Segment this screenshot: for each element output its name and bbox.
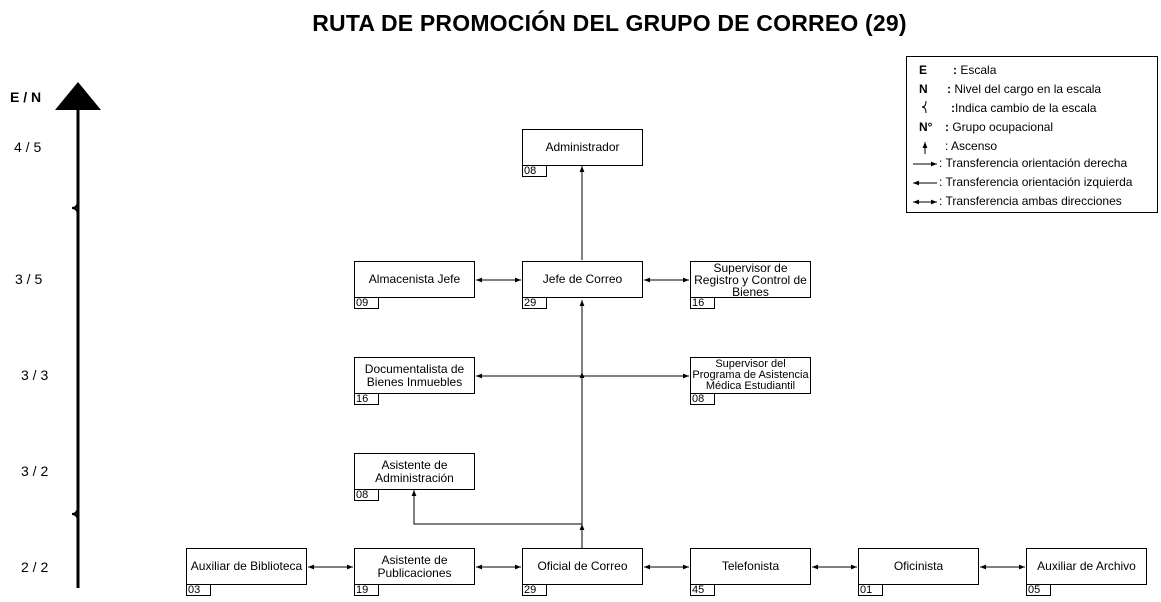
legend-symbol: N	[919, 82, 928, 96]
box-label: Supervisor de Registro y Control de Bien…	[694, 260, 807, 299]
arrow-both-icon	[913, 199, 937, 205]
box-documentalista: Documentalista de Bienes Inmuebles	[354, 357, 475, 394]
box-code: 19	[354, 584, 379, 596]
legend-item: : Transferencia ambas direcciones	[939, 194, 1122, 208]
legend-item: : Ascenso	[945, 139, 998, 153]
box-jefe-de-correo: Jefe de Correo	[522, 261, 643, 298]
box-supervisor-asistencia: Supervisor del Programa de Asistencia Mé…	[690, 357, 811, 394]
ascent-arrow-icon	[922, 142, 928, 154]
box-code: 08	[522, 165, 547, 177]
box-label: Auxiliar de Archivo	[1037, 559, 1136, 573]
box-label: Oficial de Correo	[537, 559, 628, 573]
axis-arrow-head	[55, 82, 101, 110]
box-code: 05	[1026, 584, 1051, 596]
level-label-4-5: 4 / 5	[14, 139, 42, 155]
box-label: Almacenista Jefe	[368, 272, 461, 286]
box-supervisor-registro: Supervisor de Registro y Control de Bien…	[690, 261, 811, 298]
arrow-right-icon	[913, 161, 937, 167]
box-label: Asistente de Publicaciones	[377, 552, 452, 580]
box-oficial-correo: Oficial de Correo	[522, 548, 643, 585]
legend-item: :Indica cambio de la escala	[951, 101, 1097, 115]
box-label: Jefe de Correo	[542, 272, 623, 286]
arrow-left-icon	[913, 180, 937, 186]
legend-item: : Transferencia orientación derecha	[939, 156, 1128, 170]
legend-symbol: E	[919, 63, 928, 77]
box-administrador: Administrador	[522, 129, 643, 166]
box-code: 45	[690, 584, 715, 596]
box-code: 08	[354, 489, 379, 501]
box-code: 09	[354, 297, 379, 309]
box-auxiliar-biblioteca: Auxiliar de Biblioteca	[186, 548, 307, 585]
scale-change-brace-lower	[71, 505, 79, 523]
legend-item: : Grupo ocupacional	[945, 120, 1054, 134]
ascent-arrow-to-asistente-administracion	[411, 490, 582, 525]
box-code: 16	[354, 393, 379, 405]
level-label-3-5: 3 / 5	[15, 271, 43, 287]
legend-item: : Nivel del cargo en la escala	[947, 82, 1102, 96]
box-label: Auxiliar de Biblioteca	[190, 559, 303, 573]
box-asistente-administracion: Asistente de Administración	[354, 453, 475, 490]
box-almacenista-jefe: Almacenista Jefe	[354, 261, 475, 298]
box-auxiliar-archivo: Auxiliar de Archivo	[1026, 548, 1147, 585]
box-telefonista: Telefonista	[690, 548, 811, 585]
legend: E : Escala N : Nivel del cargo en la esc…	[906, 56, 1158, 213]
legend-symbol: N°	[919, 120, 933, 134]
box-code: 08	[690, 393, 715, 405]
axis-title: E / N	[10, 89, 42, 105]
box-label: Administrador	[545, 140, 620, 154]
level-label-2-2: 2 / 2	[21, 559, 49, 575]
scale-change-icon	[921, 100, 927, 114]
box-label: Documentalista de Bienes Inmuebles	[364, 361, 465, 389]
box-label: Telefonista	[721, 559, 780, 573]
page-title: RUTA DE PROMOCIÓN DEL GRUPO DE CORREO (2…	[312, 10, 907, 36]
box-oficinista: Oficinista	[858, 548, 979, 585]
box-label: Asistente de Administración	[375, 457, 454, 485]
box-code: 16	[690, 297, 715, 309]
legend-item: : Escala	[953, 63, 997, 77]
box-asistente-publicaciones: Asistente de Publicaciones	[354, 548, 475, 585]
level-label-3-2: 3 / 2	[21, 463, 49, 479]
box-code: 29	[522, 584, 547, 596]
legend-item: : Transferencia orientación izquierda	[939, 175, 1133, 189]
box-label: Supervisor del Programa de Asistencia Mé…	[692, 358, 809, 392]
level-label-3-3: 3 / 3	[21, 367, 49, 383]
box-code: 03	[186, 584, 211, 596]
box-code: 01	[858, 584, 883, 596]
box-code: 29	[522, 297, 547, 309]
scale-change-brace-upper	[71, 199, 79, 217]
box-label: Oficinista	[893, 559, 944, 573]
